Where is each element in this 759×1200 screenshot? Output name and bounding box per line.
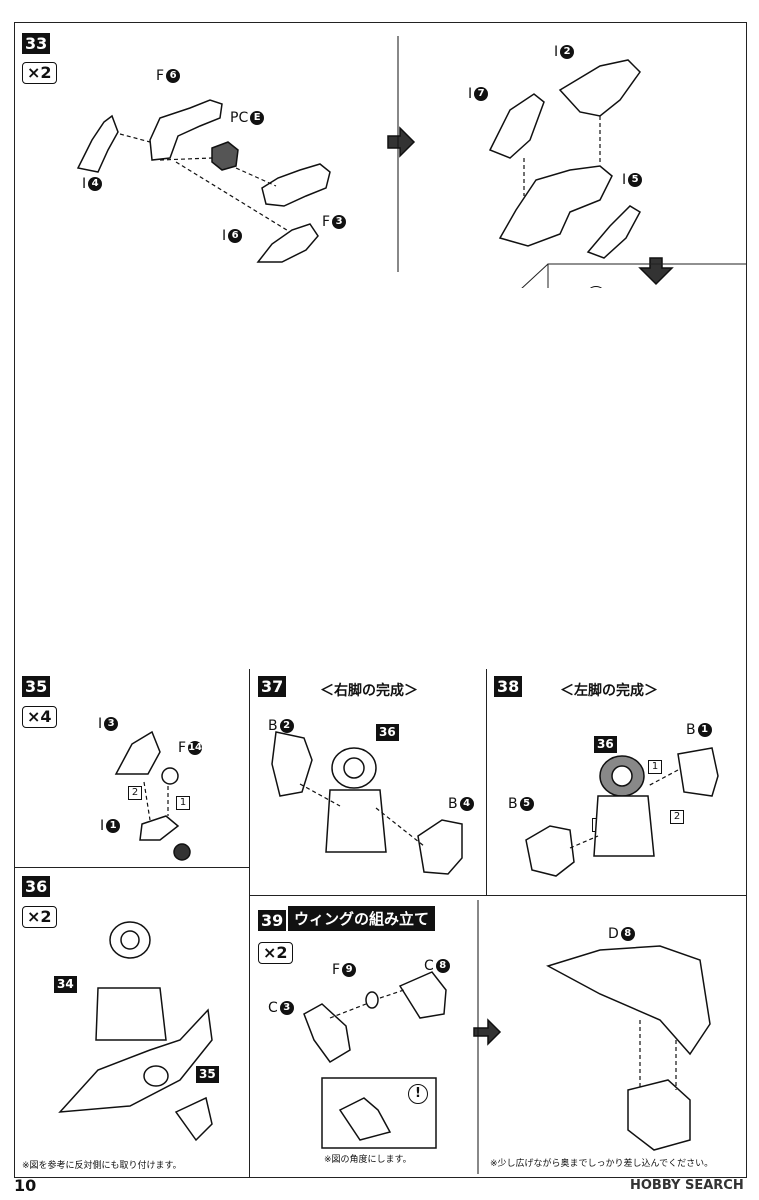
ref-step-34: 34 (54, 976, 77, 993)
ref-step-36: 36 (594, 736, 617, 753)
step-number: 33 (22, 33, 51, 54)
step-number: 36 (22, 876, 51, 897)
step-34-frame (14, 288, 747, 669)
step-39-note-right: ※少し広げながら奥までしっかり差し込んでください。 (490, 1159, 714, 1169)
quantity-badge: ×2 (258, 942, 293, 964)
page-number: 10 (14, 1176, 37, 1195)
step-title: ＜左脚の完成＞ (560, 683, 658, 699)
ref-step-35: 35 (196, 1066, 219, 1083)
step-number: 37 (258, 676, 287, 697)
step-number: 38 (494, 676, 523, 697)
order-marker: 1 (648, 760, 662, 774)
caution-icon: ! (408, 1084, 428, 1104)
step-title: ウィングの組み立て (288, 906, 436, 931)
order-marker: 1 (176, 796, 190, 810)
step-number: 35 (22, 676, 51, 697)
step-title: ＜右脚の完成＞ (320, 683, 418, 699)
step-number: 39 (258, 910, 287, 931)
step-36-note: ※図を参考に反対側にも取り付けます。 (22, 1161, 182, 1171)
quantity-badge: ×2 (22, 62, 57, 84)
step-39-note-left: ※図の角度にします。 (324, 1155, 412, 1165)
watermark: HOBBY SEARCH (630, 1178, 744, 1193)
order-marker: 2 (128, 786, 142, 800)
quantity-badge: ×4 (22, 706, 57, 728)
ref-step-36: 36 (376, 724, 399, 741)
order-marker: 2 (670, 810, 684, 824)
quantity-badge: ×2 (22, 906, 57, 928)
